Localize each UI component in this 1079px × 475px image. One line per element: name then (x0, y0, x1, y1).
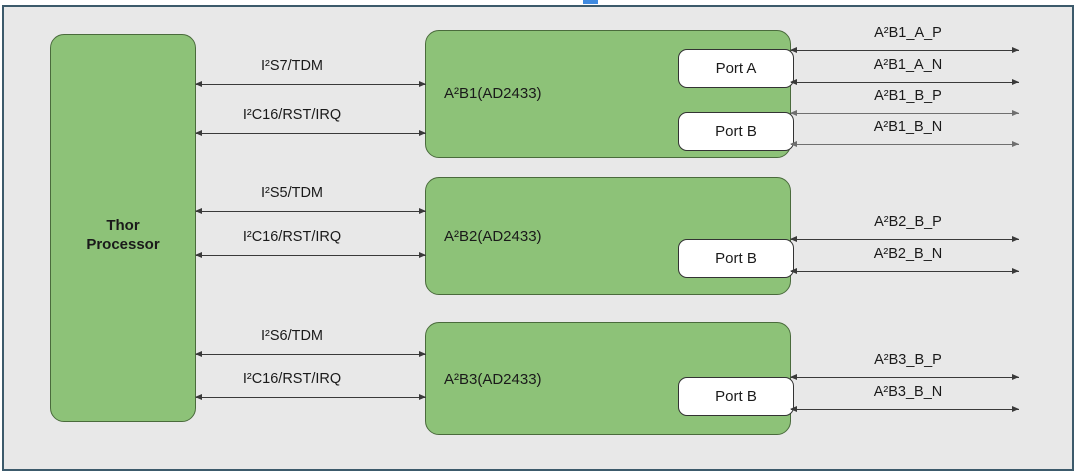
port-a2b1-port-b[interactable]: Port B (678, 112, 794, 151)
port-label: Port B (715, 123, 757, 140)
port-a2b1-port-a[interactable]: Port A (678, 49, 794, 88)
link-label: A²B1_A_N (873, 57, 943, 73)
link-label: A²B1_B_N (873, 119, 943, 135)
link-label: A²B3_B_N (873, 384, 943, 400)
link-label: I²C16/RST/IRQ (242, 107, 342, 123)
top-blue-marker (583, 0, 598, 4)
link-label: A²B1_B_P (874, 88, 942, 104)
link-label: I²S7/TDM (260, 58, 324, 74)
link-label: I²C16/RST/IRQ (242, 371, 342, 387)
link-label: I²C16/RST/IRQ (242, 229, 342, 245)
link-label: I²S6/TDM (260, 328, 324, 344)
link-label: A²B2_B_P (874, 214, 942, 230)
block-a2b3-label: A²B3(AD2433) (444, 371, 542, 388)
thor-processor-label: Thor Processor (86, 217, 160, 253)
diagram-frame: Thor Processor A²B1(AD2433) Port A Port … (2, 5, 1074, 471)
block-a2b2-label: A²B2(AD2433) (444, 228, 542, 245)
port-a2b3-port-b[interactable]: Port B (678, 377, 794, 416)
port-label: Port B (715, 250, 757, 267)
link-label: A²B3_B_P (874, 352, 942, 368)
port-a2b2-port-b[interactable]: Port B (678, 239, 794, 278)
link-label: A²B1_A_P (874, 25, 942, 41)
port-label: Port B (715, 388, 757, 405)
port-label: Port A (715, 60, 757, 77)
link-label: A²B2_B_N (873, 246, 943, 262)
block-thor-processor[interactable]: Thor Processor (50, 34, 196, 422)
link-label: I²S5/TDM (260, 185, 324, 201)
block-a2b1-label: A²B1(AD2433) (444, 85, 542, 102)
